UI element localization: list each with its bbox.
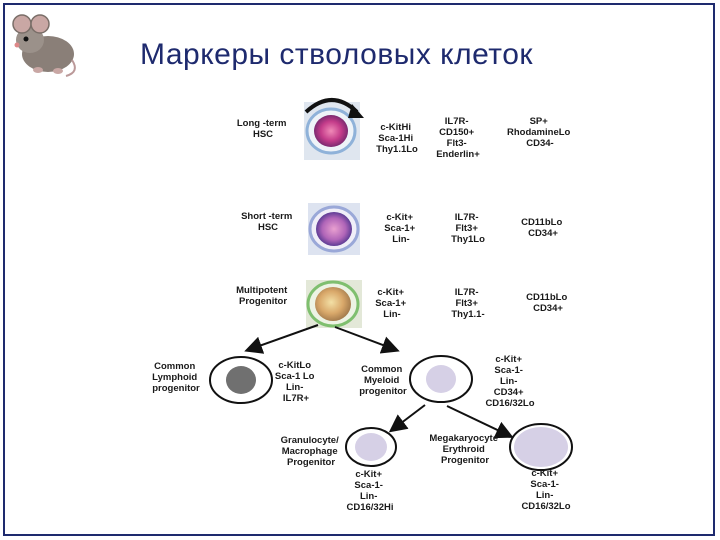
mpp-stage: Multipotent Progenitor c-Kit+ Sca-1+ Lin…: [236, 280, 570, 328]
st-hsc-markers-2: IL7R- Flt3+ Thy1Lo: [451, 212, 485, 245]
gmp-stage: Granulocyte/ Macrophage Progenitor c-Kit…: [281, 427, 397, 513]
clp-stage: Common Lymphoid progenitor c-KitLo Sca-1…: [152, 356, 317, 404]
mpp-markers-3: CD11bLo CD34+: [526, 292, 570, 314]
lt-hsc-stage: Long -term HSC c-KitHi Sca-1Hi Thy1.1Lo …: [237, 98, 573, 160]
st-hsc-markers-3: CD11bLo CD34+: [521, 217, 565, 239]
lt-hsc-cell: [304, 102, 360, 160]
mep-nucleus: [514, 427, 568, 467]
cmp-nucleus: [426, 365, 456, 393]
st-hsc-markers-1: c-Kit+ Sca-1+ Lin-: [384, 212, 418, 245]
gmp-markers: c-Kit+ Sca-1- Lin- CD16/32Hi: [347, 469, 394, 513]
st-hsc-label: Short -term HSC: [241, 211, 295, 233]
st-hsc-stage: Short -term HSC c-Kit+ Sca-1+ Lin- IL7R-…: [241, 203, 565, 255]
slide-frame: [3, 3, 715, 536]
st-hsc-cell: [308, 203, 360, 255]
cmp-stage: Common Myeloid progenitor c-Kit+ Sca-1- …: [359, 354, 534, 409]
arrow-to-mep: [446, 405, 514, 439]
gmp-nucleus: [355, 433, 387, 461]
cmp-label: Common Myeloid progenitor: [359, 364, 407, 397]
mep-markers: c-Kit+ Sca-1- Lin- CD16/32Lo: [521, 468, 570, 512]
self-renewal-arrowhead: [348, 104, 364, 118]
clp-markers: c-KitLo Sca-1 Lo Lin- IL7R+: [275, 360, 317, 404]
mep-stage: Megakaryocyte Erythroid Progenitor c-Kit…: [429, 423, 573, 512]
lt-hsc-markers-1: c-KitHi Sca-1Hi Thy1.1Lo: [376, 122, 418, 155]
cmp-markers: c-Kit+ Sca-1- Lin- CD34+ CD16/32Lo: [485, 354, 534, 409]
mpp-label: Multipotent Progenitor: [236, 285, 290, 307]
mpp-markers-1: c-Kit+ Sca-1+ Lin-: [375, 287, 409, 320]
mep-label: Megakaryocyte Erythroid Progenitor: [429, 433, 500, 466]
page-title: Маркеры стволовых клеток: [140, 38, 534, 71]
clp-nucleus: [226, 366, 256, 394]
clp-label: Common Lymphoid progenitor: [152, 361, 200, 394]
gmp-label: Granulocyte/ Macrophage Progenitor: [281, 435, 342, 468]
lt-hsc-label: Long -term HSC: [237, 118, 289, 140]
mpp-cell: [306, 280, 362, 328]
lt-hsc-markers-2: IL7R- CD150+ Flt3- Enderlin+: [436, 116, 480, 160]
mouse-icon: [8, 10, 80, 85]
lt-hsc-markers-3: SP+ RhodamineLo CD34-: [507, 116, 573, 149]
arrow-to-clp: [244, 324, 319, 354]
mpp-markers-2: IL7R- Flt3+ Thy1.1-: [451, 287, 484, 320]
arrow-to-gmp: [388, 404, 426, 433]
arrow-to-cmp: [334, 326, 400, 354]
